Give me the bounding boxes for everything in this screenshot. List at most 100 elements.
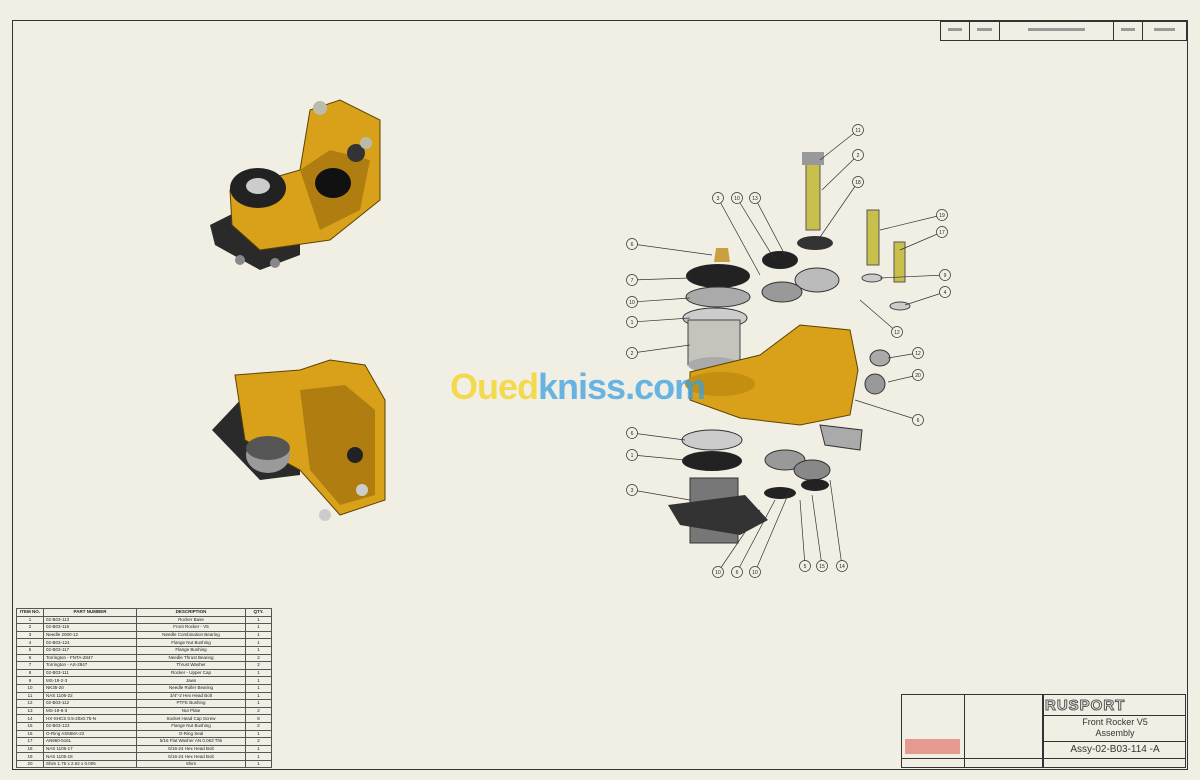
balloon — [939, 286, 951, 298]
balloon-number: 2 — [631, 351, 634, 357]
balloon-number: 12 — [915, 351, 921, 357]
balloon — [912, 369, 924, 381]
balloon-leader — [631, 489, 691, 501]
balloon-leader — [754, 489, 791, 573]
balloon — [626, 238, 638, 250]
bom-header-row: ITEM NO. PART NUMBER DESCRIPTION QTY. — [16, 608, 272, 617]
balloon-number: 6 — [631, 242, 634, 248]
col-qty: QTY. — [245, 608, 272, 617]
bom-cell-item-no: 4 — [16, 638, 44, 647]
balloon-number: 3 — [631, 488, 634, 494]
bom-cell-item-no: 7 — [16, 661, 44, 670]
bom-cell-qty: 1 — [245, 615, 272, 625]
bom-cell-description: 3/4"-2 Hex Head Bolt — [136, 691, 246, 701]
bom-cell-part-number: HX-SHCS 0.5-20x0.75-N — [43, 714, 137, 723]
bom-cell-qty: 1 — [245, 668, 272, 678]
bom-cell-part-number: Torrington - FNTA-2847 — [43, 653, 137, 663]
balloon — [852, 149, 864, 161]
col-description: DESCRIPTION — [136, 608, 246, 617]
bom-cell-part-number: NAS 1105-17 — [43, 744, 137, 754]
bom-cell-part-number: Needle 2000-12 — [43, 630, 137, 640]
bom-cell-qty: 8 — [245, 714, 272, 723]
drawing-number: Assy-02-B03-114 -A — [1070, 744, 1160, 755]
bom-cell-part-number: AN960-516L — [43, 737, 137, 746]
balloon — [852, 124, 864, 136]
bom-cell-item-no: 16 — [16, 729, 44, 739]
balloon-number: 9 — [944, 273, 947, 279]
bom-cell-item-no: 12 — [16, 699, 44, 708]
bom-cell-item-no: 15 — [16, 721, 44, 731]
balloon-leader — [717, 509, 761, 573]
balloon-leader — [631, 454, 686, 461]
balloon-number: 5 — [804, 564, 807, 570]
balloon-leader — [631, 317, 691, 323]
balloon-number: 3 — [717, 196, 720, 202]
balloon-number: 7 — [631, 278, 634, 284]
bom-cell-item-no: 14 — [16, 714, 44, 723]
bom-cell-description: Needle Combination Bearing — [136, 630, 246, 640]
company-logo: RUSPORT — [1044, 697, 1126, 715]
isometric-view-bottom — [212, 359, 386, 521]
bom-cell-description: 5/16-24 Hex Head Bolt — [136, 744, 246, 754]
bom-cell-qty: 1 — [245, 744, 272, 754]
bom-cell-item-no: 6 — [16, 653, 44, 663]
balloon — [626, 296, 638, 308]
balloon-leader — [631, 277, 691, 281]
balloon-leader — [879, 214, 943, 231]
balloon — [936, 226, 948, 238]
bom-cell-qty: 1 — [245, 623, 272, 632]
bom-cell-item-no: 8 — [16, 668, 44, 678]
bom-cell-description: Shim — [136, 759, 246, 769]
balloon — [816, 560, 828, 572]
bom-cell-part-number: 02-B03-124 — [43, 638, 137, 647]
balloon-number: 4 — [944, 290, 947, 296]
balloon — [626, 347, 638, 359]
bom-cell-qty: 1 — [245, 645, 272, 655]
bom-cell-part-number: NK35-20 — [43, 683, 137, 693]
balloon-leader — [819, 129, 859, 161]
balloon-leader — [631, 297, 691, 303]
bom-cell-part-number: 02-B03-111 — [43, 668, 137, 678]
balloon-leader — [879, 274, 946, 279]
bom-cell-part-number: MS-19-2-3 — [43, 676, 137, 685]
bom-cell-description: O-Ring Seal — [136, 729, 246, 739]
balloon-leader — [829, 479, 843, 567]
balloon-leader — [854, 399, 919, 421]
balloon — [891, 326, 903, 338]
bom-cell-description: Rocker - Upper Cap — [136, 668, 246, 678]
balloon — [626, 449, 638, 461]
balloon-number: 6 — [736, 570, 739, 576]
bom-cell-qty: 1 — [245, 630, 272, 640]
bom-cell-description: Socket Head Cap Screw — [136, 714, 246, 723]
bom-cell-part-number: NAS 1105-18 — [43, 752, 137, 761]
balloon-leader — [799, 499, 806, 567]
col-part-number: PART NUMBER — [43, 608, 137, 617]
balloon-leader — [904, 291, 946, 306]
balloon-number: 10 — [629, 300, 635, 306]
bom-cell-part-number: 02-B03-112 — [43, 699, 137, 708]
balloon-number: 1 — [631, 453, 634, 459]
balloon-leader — [736, 499, 776, 573]
balloon-number: 6 — [631, 431, 634, 437]
balloon — [836, 560, 848, 572]
bom-cell-description: Jaws — [136, 676, 246, 685]
bom-cell-item-no: 1 — [16, 615, 44, 625]
bom-cell-qty: 1 — [245, 691, 272, 701]
balloon-leader — [736, 197, 776, 261]
balloon — [626, 484, 638, 496]
balloon-number: 12 — [894, 330, 900, 336]
balloon — [852, 176, 864, 188]
bom-cell-qty: 1 — [245, 759, 272, 769]
